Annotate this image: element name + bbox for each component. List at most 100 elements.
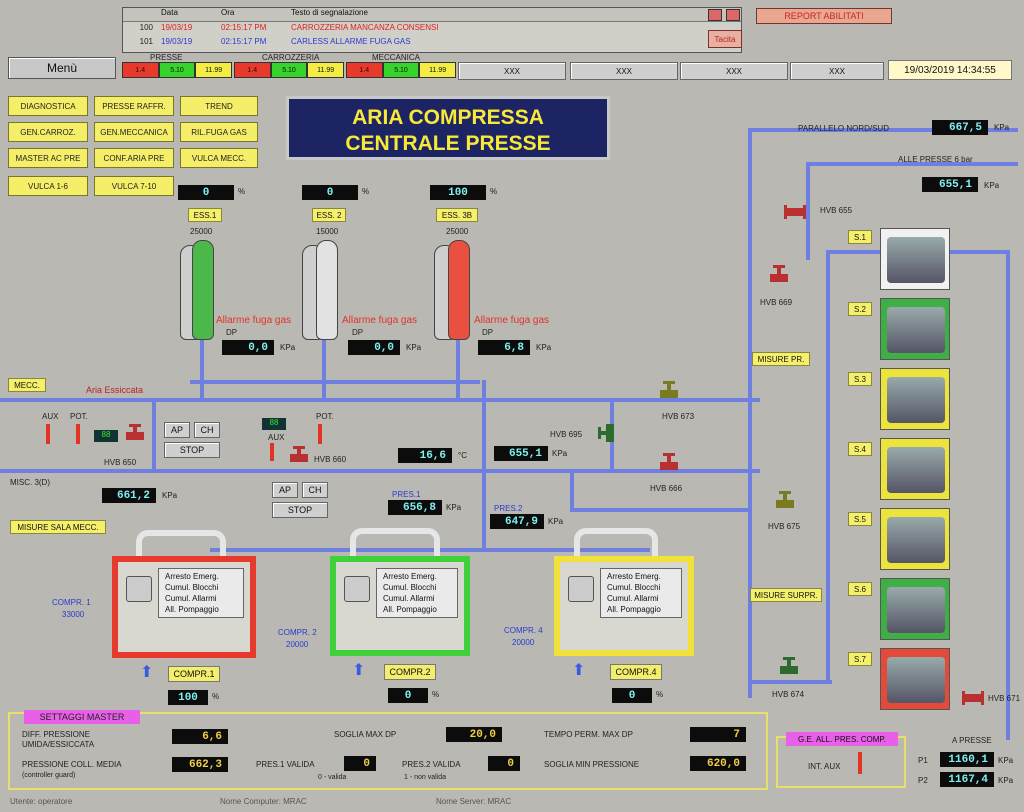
station-tag-s4[interactable]: S.4 — [848, 442, 872, 456]
nav-ril-fuga-gas[interactable]: RIL.FUGA GAS — [180, 122, 258, 142]
compressor-2[interactable]: Arresto Emerg. Cumul. Blocchi Cumul. All… — [330, 556, 470, 656]
pres1-valida-value[interactable]: 0 — [344, 756, 376, 771]
station-tag-s6[interactable]: S.6 — [848, 582, 872, 596]
station-s5[interactable] — [880, 508, 950, 570]
misure-sala-tag[interactable]: MISURE SALA MECC. — [10, 520, 106, 534]
nav-vulca-1-6[interactable]: VULCA 1-6 — [8, 176, 88, 196]
dryer-1-vessel — [192, 240, 214, 340]
zone-label-carrozzeria: CARROZZERIA — [262, 53, 320, 62]
dryer-1-pct: 0 — [178, 185, 234, 200]
footer-utente: Utente: operatore — [10, 797, 73, 806]
dryer-2-dp: 0,0 — [348, 340, 400, 355]
compr1-status-panel: Arresto Emerg. Cumul. Blocchi Cumul. All… — [158, 568, 244, 618]
station-tag-s2[interactable]: S.2 — [848, 302, 872, 316]
nav-presse-raffr[interactable]: PRESSE RAFFR. — [94, 96, 174, 116]
compr4-manifold-icon — [574, 528, 658, 556]
status-indicator-1: 88 — [94, 430, 118, 442]
compressor-4[interactable]: Arresto Emerg. Cumul. Blocchi Cumul. All… — [554, 556, 694, 656]
stop-button-1[interactable]: STOP — [164, 442, 220, 458]
status-indicator-2: 88 — [262, 418, 286, 430]
hvb666-valve-icon[interactable] — [658, 452, 680, 474]
hvb669-valve-icon[interactable] — [768, 264, 790, 286]
alle-presse-display: 655,1 — [922, 177, 978, 192]
page-title: ARIA COMPRESSA CENTRALE PRESSE — [286, 96, 610, 160]
station-tag-s1[interactable]: S.1 — [848, 230, 872, 244]
nav-gen-carroz[interactable]: GEN.CARROZ. — [8, 122, 88, 142]
nav-trend[interactable]: TREND — [180, 96, 258, 116]
pipe-dryer-drop-1 — [200, 340, 204, 400]
hvb673-valve-icon[interactable] — [658, 380, 680, 402]
aux-indicator-2-icon — [270, 443, 274, 461]
compressor-1[interactable]: Arresto Emerg. Cumul. Blocchi Cumul. All… — [112, 556, 256, 658]
station-s7[interactable] — [880, 648, 950, 710]
station-s6[interactable] — [880, 578, 950, 640]
nav-diagnostica[interactable]: DIAGNOSTICA — [8, 96, 88, 116]
hvb674-valve-icon[interactable] — [778, 656, 800, 678]
tab-xxx-4[interactable]: XXX — [790, 62, 884, 80]
ch-button-2[interactable]: CH — [302, 482, 328, 498]
compr2-pct: 0 — [388, 688, 428, 703]
soglia-min-value[interactable]: 620,0 — [690, 756, 746, 771]
ch-button-1[interactable]: CH — [194, 422, 220, 438]
compr1-tag[interactable]: COMPR.1 — [168, 666, 220, 682]
hvb650-valve-icon[interactable] — [124, 424, 146, 446]
int-aux-indicator-icon — [858, 752, 862, 774]
station-s1[interactable] — [880, 228, 950, 290]
dryer-2-tag[interactable]: ESS. 2 — [312, 208, 346, 222]
stop-button-2[interactable]: STOP — [272, 502, 328, 518]
press-coll-value[interactable]: 662,3 — [172, 757, 228, 772]
pipe-alle-presse-drop — [806, 162, 810, 260]
ack-icon[interactable] — [726, 9, 740, 21]
compr1-pct: 100 — [168, 690, 208, 705]
aria-essiccata-label: Aria Essiccata — [86, 385, 144, 395]
hvb675-valve-icon[interactable] — [774, 490, 796, 512]
compressor-fan-icon — [126, 576, 152, 602]
pipe-to-station-hvb674 — [752, 680, 832, 684]
station-tag-s3[interactable]: S.3 — [848, 372, 872, 386]
tab-xxx-3[interactable]: XXX — [680, 62, 788, 80]
nav-gen-meccanica[interactable]: GEN.MECCANICA — [94, 122, 174, 142]
compr2-tag[interactable]: COMPR.2 — [384, 664, 436, 680]
menu-button[interactable]: Menù — [8, 57, 116, 79]
table-row[interactable]: 101 19/03/19 02:15:17 PM CARLESS ALLARME… — [139, 37, 411, 46]
dryer-3-tag[interactable]: ESS. 3B — [436, 208, 478, 222]
soglia-dp-value[interactable]: 20,0 — [446, 727, 502, 742]
compr4-tag[interactable]: COMPR.4 — [610, 664, 662, 680]
compressor-skid-icon — [887, 517, 945, 563]
zone-badge-meccanica[interactable]: 1.4 5.10 11.99 — [346, 62, 457, 78]
temp-display: 16,6 — [398, 448, 452, 463]
station-s4[interactable] — [880, 438, 950, 500]
misure-surpr-tag[interactable]: MISURE SURPR. — [750, 588, 822, 602]
tab-xxx-2[interactable]: XXX — [570, 62, 678, 80]
tacita-button[interactable]: Tacita — [708, 30, 742, 48]
station-tag-s7[interactable]: S.7 — [848, 652, 872, 666]
tempo-perm-value[interactable]: 7 — [690, 727, 746, 742]
nav-vulca-7-10[interactable]: VULCA 7-10 — [94, 176, 174, 196]
pres2-valida-value[interactable]: 0 — [488, 756, 520, 771]
nav-vulca-mecc[interactable]: VULCA MECC. — [180, 148, 258, 168]
misure-pr-tag[interactable]: MISURE PR. — [752, 352, 810, 366]
dryer-1-tag[interactable]: ESS.1 — [188, 208, 222, 222]
report-button[interactable]: REPORT ABILITATI — [756, 8, 892, 24]
tab-xxx-1[interactable]: XXX — [458, 62, 566, 80]
mecc-tag[interactable]: MECC. — [8, 378, 46, 392]
table-row[interactable]: 100 19/03/19 02:15:17 PM CARROZZERIA MAN… — [139, 23, 439, 32]
nav-master-ac-pre[interactable]: MASTER AC PRE — [8, 148, 88, 168]
diff-pressione-value[interactable]: 6,6 — [172, 729, 228, 744]
footer-computer: Nome Computer: MRAC — [220, 797, 307, 806]
zone-badge-carrozzeria[interactable]: 1.4 5.10 11.99 — [234, 62, 345, 78]
station-s3[interactable] — [880, 368, 950, 430]
inlet-arrow-icon: ⬆ — [140, 664, 154, 681]
hvb671-valve-icon[interactable] — [962, 686, 984, 708]
hvb695-valve-icon[interactable] — [598, 422, 620, 444]
station-tag-s5[interactable]: S.5 — [848, 512, 872, 526]
pipe-mid-right-h — [570, 508, 750, 512]
print-icon[interactable] — [708, 9, 722, 21]
zone-badge-presse[interactable]: 1.4 5.10 11.99 — [122, 62, 233, 78]
hvb655-valve-icon[interactable] — [784, 200, 806, 222]
ap-button-1[interactable]: AP — [164, 422, 190, 438]
nav-conf-aria-pre[interactable]: CONF.ARIA PRE — [94, 148, 174, 168]
hvb660-valve-icon[interactable] — [288, 446, 310, 468]
ap-button-2[interactable]: AP — [272, 482, 298, 498]
station-s2[interactable] — [880, 298, 950, 360]
